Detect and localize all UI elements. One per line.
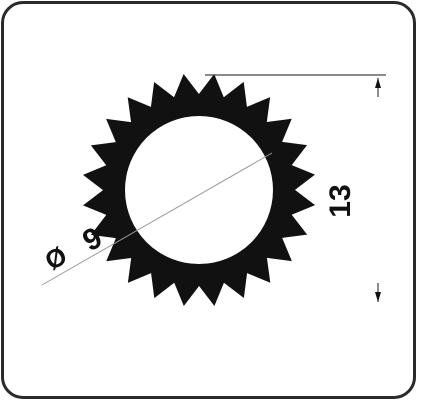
diameter-leader-line bbox=[41, 152, 273, 286]
height-arrow-top bbox=[375, 78, 381, 88]
height-dimension: 13 bbox=[205, 74, 386, 302]
height-dimension-label: 13 bbox=[324, 184, 357, 217]
diameter-dimension: Ø 9 bbox=[40, 152, 273, 286]
height-arrow-bottom bbox=[375, 292, 381, 302]
serrated-ring-profile bbox=[82, 73, 316, 307]
drawing-frame bbox=[1, 1, 416, 399]
